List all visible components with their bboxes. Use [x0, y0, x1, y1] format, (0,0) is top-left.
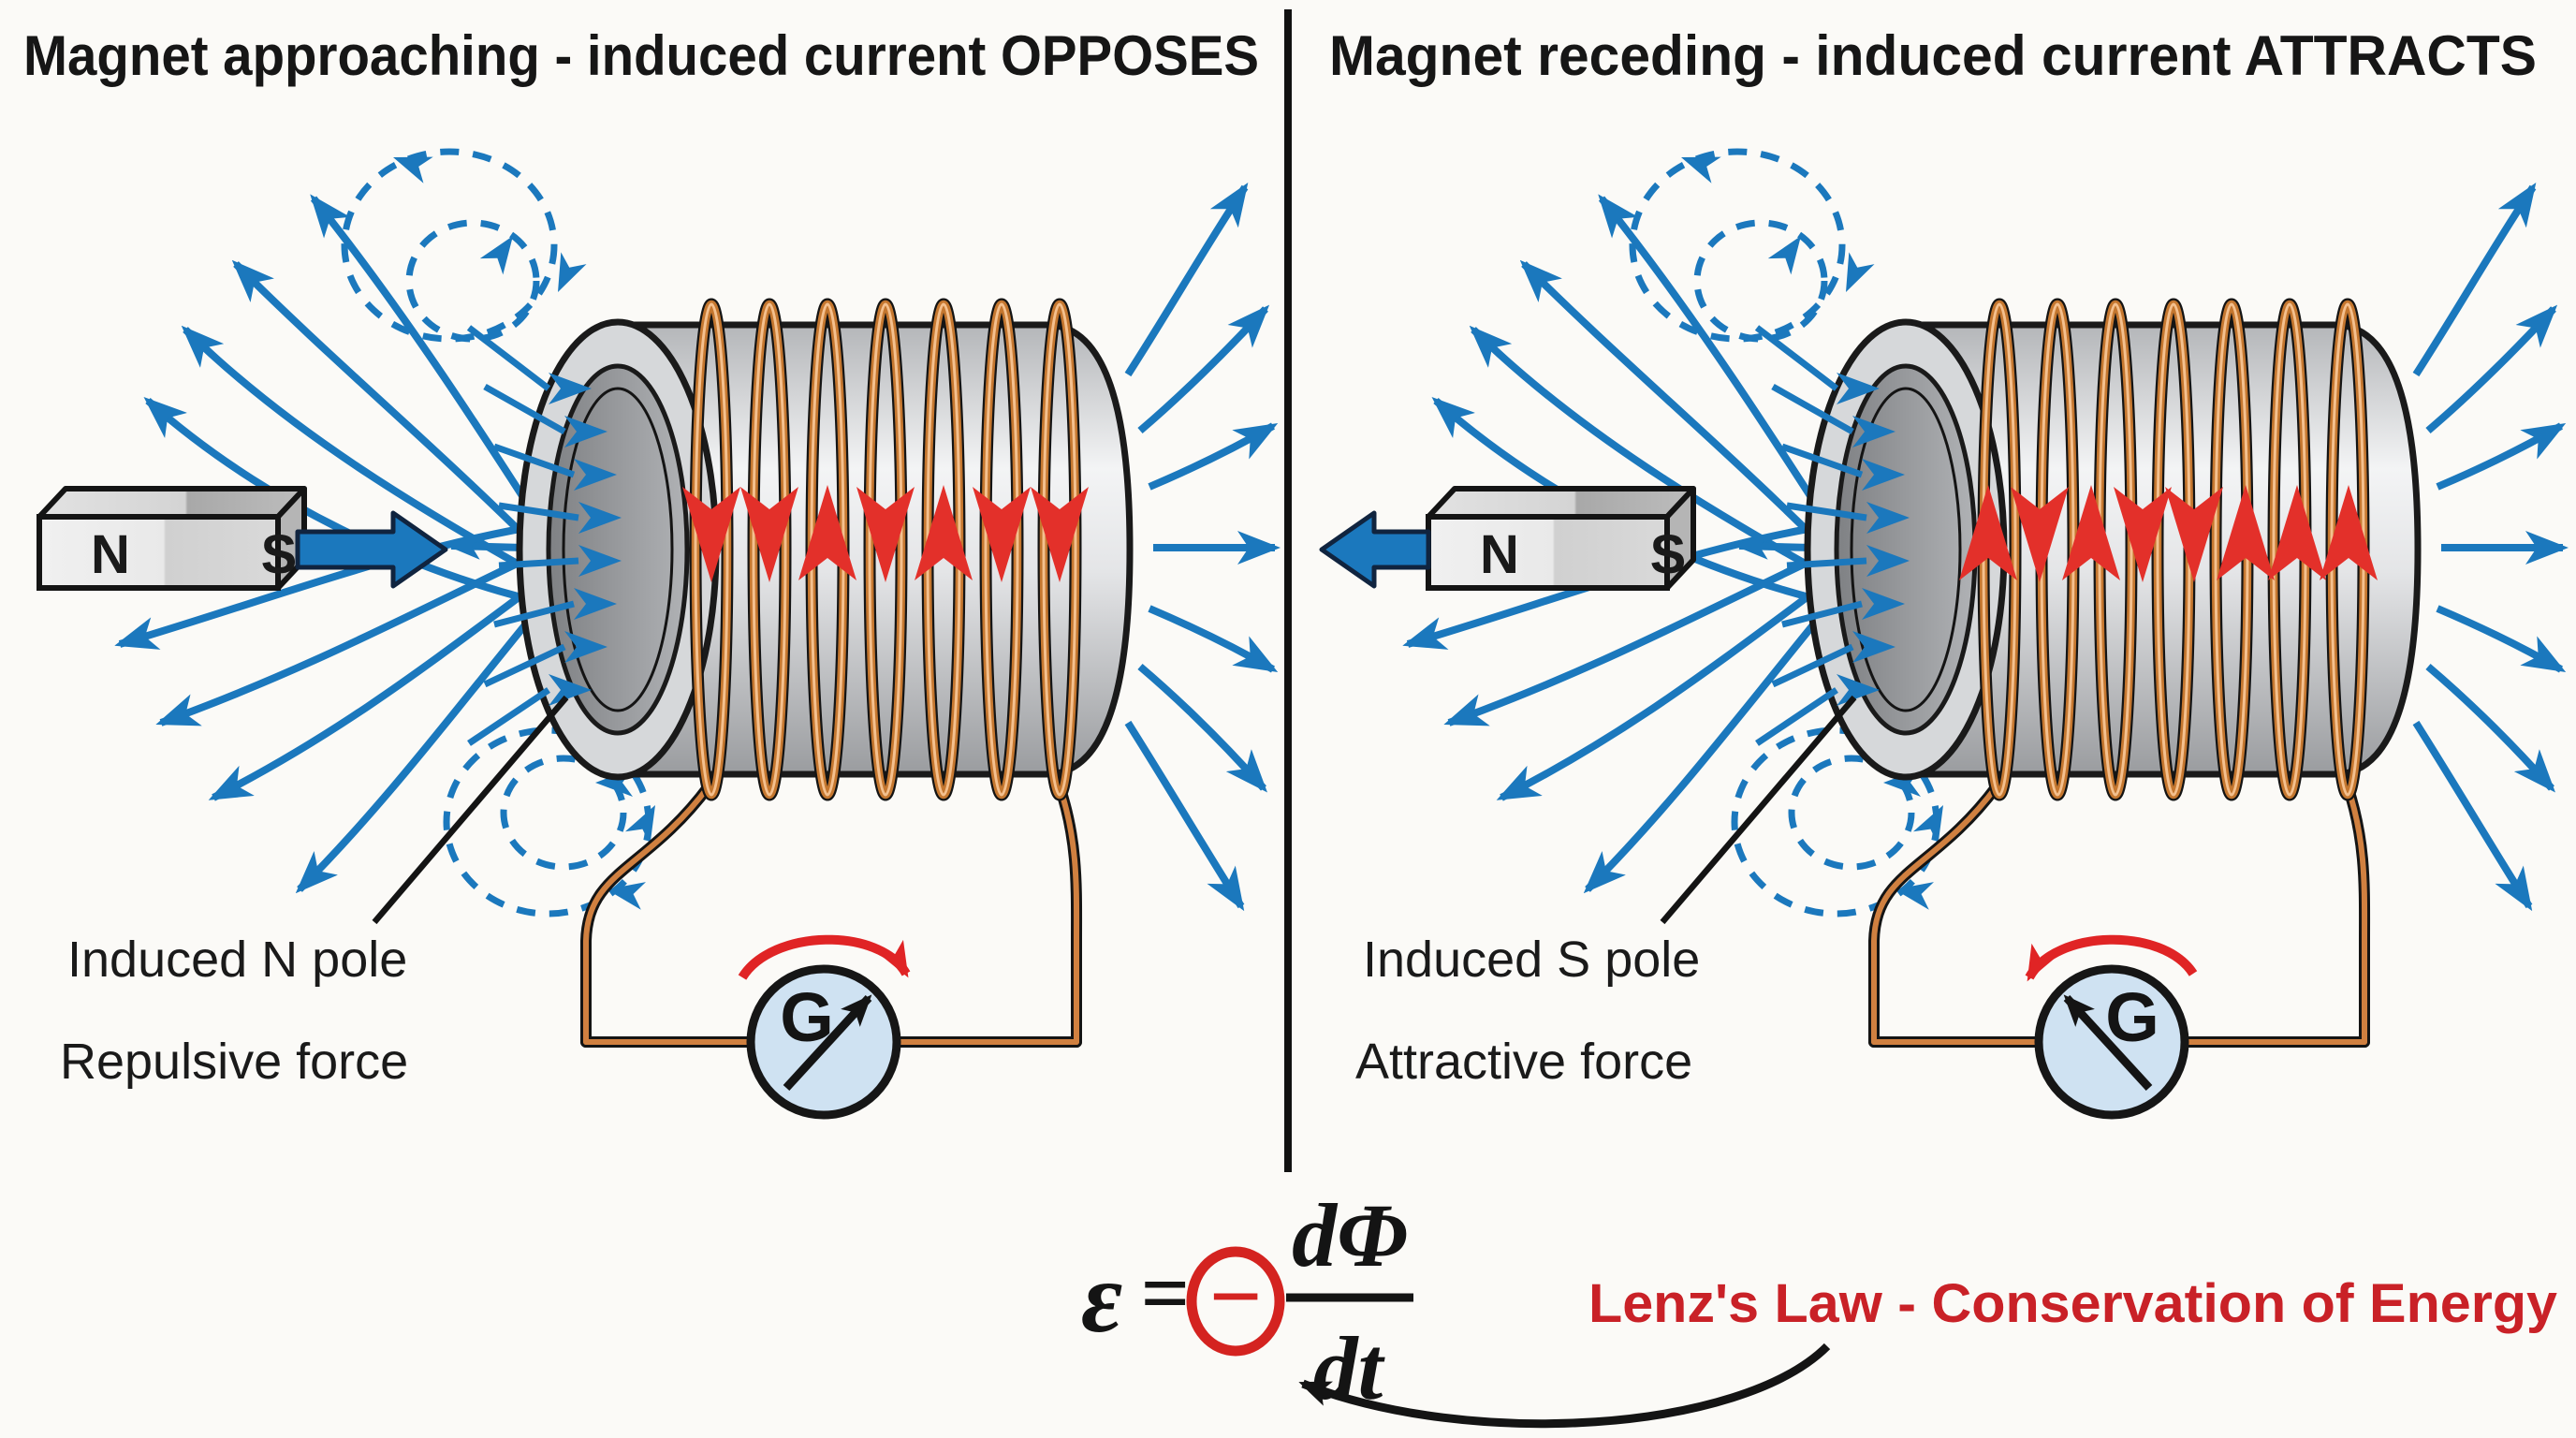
current-arrow-down-icon: [682, 487, 740, 582]
current-arrow-down-icon: [1031, 487, 1089, 582]
current-arrow-down-icon: [2114, 487, 2172, 582]
bar-magnet: N S: [39, 489, 448, 589]
current-arrow-down-icon: [973, 487, 1031, 582]
motion-arrow-right-icon: [295, 510, 448, 589]
lenz-law-caption: Lenz's Law - Conservation of Energy: [1588, 1273, 2557, 1334]
current-arrow-up-icon: [2062, 485, 2120, 580]
coil-and-field-lines: [1408, 144, 2563, 1042]
deflection-arrow-clockwise-icon: [738, 934, 911, 980]
force-label: Repulsive force: [60, 1034, 408, 1090]
current-arrow-down-icon: [2165, 487, 2223, 582]
coil-and-field-lines: [120, 144, 1275, 1042]
current-arrow-down-icon: [2011, 487, 2069, 582]
current-arrow-up-icon: [2268, 485, 2326, 580]
minus-sign: −: [1209, 1244, 1263, 1348]
force-label: Attractive force: [1355, 1034, 1692, 1090]
circled-minus-icon: [1186, 1246, 1285, 1357]
current-arrow-down-icon: [856, 487, 915, 582]
panel-title: Magnet approaching - induced current OPP…: [23, 24, 1259, 87]
current-arrows: [682, 485, 1089, 582]
galvanometer: G: [738, 934, 911, 1120]
induced-pole-label: Induced N pole: [67, 932, 407, 988]
needle-icon: [783, 994, 872, 1092]
panel-magnet-approaching: Magnet approaching - induced current OPP…: [23, 24, 1275, 1120]
current-arrow-up-icon: [1959, 485, 2017, 580]
current-arrow-up-icon: [2320, 485, 2378, 580]
current-arrow-down-icon: [740, 487, 798, 582]
current-arrow-up-icon: [798, 485, 856, 580]
galvanometer-label: G: [2105, 978, 2159, 1056]
current-arrow-up-icon: [915, 485, 973, 580]
magnet-north-label: N: [1480, 524, 1519, 585]
motion-arrow-left-icon: [1319, 510, 1431, 589]
bar-magnet: N S: [1319, 489, 1693, 589]
caption-pointer-arc-icon: [1298, 1343, 1831, 1429]
current-arrows: [1959, 485, 2378, 582]
needle-icon: [2063, 994, 2153, 1092]
induced-pole-label: Induced S pole: [1363, 932, 1700, 988]
emf-symbol: ε: [1081, 1242, 1122, 1354]
flux-numerator: dΦ: [1292, 1185, 1408, 1285]
pointer-line: [1660, 695, 1857, 925]
panel-title: Magnet receding - induced current ATTRAC…: [1329, 24, 2537, 87]
galvanometer: G: [2025, 934, 2198, 1120]
current-arrow-up-icon: [2217, 485, 2275, 580]
magnet-north-label: N: [91, 524, 130, 585]
lenz-law-formula: ε = − dΦ dt Lenz's Law - Conservation of…: [1081, 1185, 2557, 1429]
equals-sign: =: [1140, 1245, 1189, 1341]
magnet-south-label: S: [1650, 524, 1687, 585]
magnet-south-label: S: [261, 524, 298, 585]
panel-magnet-receding: Magnet receding - induced current ATTRAC…: [1319, 24, 2563, 1120]
deflection-arrow-counterclockwise-icon: [2025, 934, 2198, 982]
pointer-line: [372, 695, 569, 925]
